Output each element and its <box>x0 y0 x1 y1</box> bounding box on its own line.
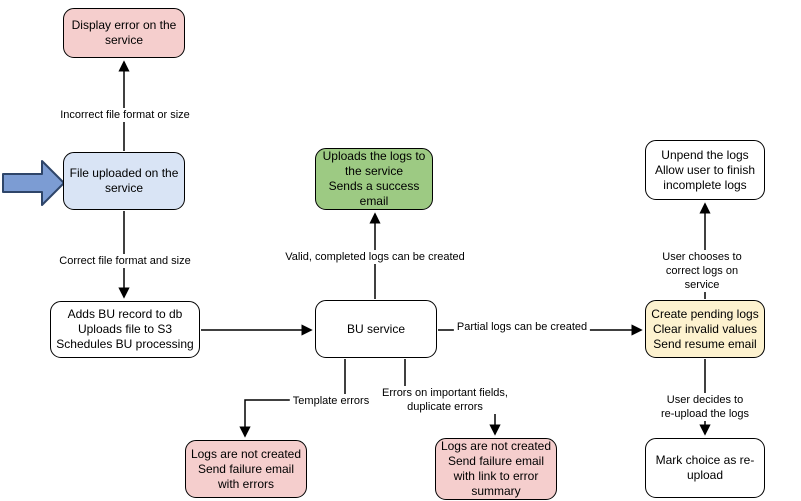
node-mark-choice-reupload-label: Mark choice as re- upload <box>655 453 755 482</box>
node-unpend-logs-label: Unpend the logs Allow user to finish inc… <box>654 147 756 192</box>
node-file-uploaded[interactable]: File uploaded on the service <box>63 152 185 210</box>
edge-label-correct-format: Correct file format and size <box>56 254 194 268</box>
edge-label-user-reuploads: User decides to re-upload the logs <box>657 393 753 421</box>
node-file-uploaded-label: File uploaded on the service <box>69 166 179 195</box>
node-logs-failure-errors[interactable]: Logs are not created Send failure email … <box>185 440 307 498</box>
edge-label-incorrect-format: Incorrect file format or size <box>57 108 193 122</box>
node-bu-service[interactable]: BU service <box>315 300 437 358</box>
node-logs-failure-summary[interactable]: Logs are not created Send failure email … <box>435 438 557 500</box>
node-adds-bu-record[interactable]: Adds BU record to db Uploads file to S3 … <box>50 301 200 358</box>
node-adds-bu-record-label: Adds BU record to db Uploads file to S3 … <box>56 307 194 351</box>
node-uploads-logs-success-label: Uploads the logs to the service Sends a … <box>322 149 426 208</box>
edge-label-user-corrects: User chooses to correct logs on service <box>652 250 752 292</box>
edge-label-important-errors: Errors on important fields, duplicate er… <box>379 386 511 414</box>
node-uploads-logs-success[interactable]: Uploads the logs to the service Sends a … <box>315 148 433 210</box>
node-display-error[interactable]: Display error on the service <box>63 8 185 58</box>
node-mark-choice-reupload[interactable]: Mark choice as re- upload <box>645 438 765 498</box>
entry-pointer-arrow-icon <box>2 160 65 206</box>
edge-label-template-errors: Template errors <box>289 394 373 408</box>
node-logs-failure-summary-label: Logs are not created Send failure email … <box>440 439 552 498</box>
edge-label-partial-logs: Partial logs can be created <box>453 320 591 334</box>
node-unpend-logs[interactable]: Unpend the logs Allow user to finish inc… <box>645 140 765 200</box>
node-display-error-label: Display error on the service <box>71 18 177 47</box>
node-bu-service-label: BU service <box>346 321 405 336</box>
edge-label-valid-logs: Valid, completed logs can be created <box>282 250 468 264</box>
node-create-pending-logs[interactable]: Create pending logs Clear invalid values… <box>645 300 765 358</box>
node-create-pending-logs-label: Create pending logs Clear invalid values… <box>651 306 759 351</box>
node-logs-failure-errors-label: Logs are not created Send failure email … <box>190 446 302 491</box>
